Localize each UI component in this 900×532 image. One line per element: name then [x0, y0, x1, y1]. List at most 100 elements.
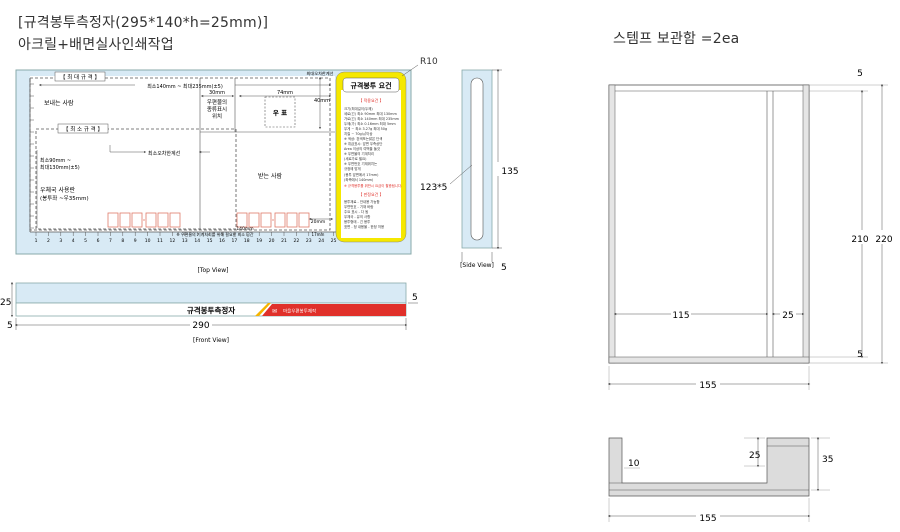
ruler-tick-label: 19 — [256, 238, 262, 244]
title-line-2: 아크릴+배면실사인쇄작업 — [18, 37, 174, 53]
dim-74: 74mm — [277, 90, 293, 96]
panel-l1: 크기(최대길이/두께) — [344, 106, 373, 111]
ruler-tick-label: 5 — [84, 238, 87, 244]
panel-l17: 우편번호 - 기재 바람 — [344, 204, 373, 209]
stamp-dim-5-top: 5 — [857, 69, 863, 79]
postal-code-boxes-right — [236, 212, 310, 228]
dim-40: 40mm — [314, 98, 330, 104]
dim-17: 17mm — [312, 232, 325, 237]
stamp-dim-155: 155 — [699, 381, 716, 391]
ruler-tick-label: 20 — [269, 238, 275, 244]
side-dim-5: 5 — [501, 263, 507, 273]
svg-text:✉: ✉ — [272, 308, 277, 315]
ruler-tick-label: 4 — [72, 238, 75, 244]
stamp-box-section: 10 25 35 155 — [607, 436, 833, 524]
ruler-tick-label: 3 — [59, 238, 62, 244]
panel-l21: 표면 - 정 내용물 - 한정 허용 — [344, 224, 384, 229]
stamp-dim-115: 115 — [672, 311, 689, 321]
min-line-label: 최소오차한계선 — [148, 150, 181, 157]
stamp-box-label: 우 표 — [273, 108, 287, 117]
ruler-tick-label: 14 — [194, 238, 200, 244]
panel-l5: 무게 ~ 최소 3.27g 최대 50g — [344, 126, 387, 131]
panel-l19: 우체국 - 유의 사항 — [344, 214, 370, 219]
ruler-tick-label: 15 — [207, 238, 213, 244]
ruler-tick-label: 21 — [281, 238, 287, 244]
section-dim-25: 25 — [749, 451, 760, 461]
dim-140: 140mm — [236, 226, 253, 232]
front-dim-25: 25 — [0, 298, 11, 308]
panel-l3: 가로(긴) 최소 140mm 최대 235mm — [344, 116, 400, 121]
ruler-tick-label: 7 — [109, 238, 112, 244]
front-title: 규격봉투측정자 — [187, 305, 235, 315]
ruler-tick-label: 16 — [219, 238, 225, 244]
front-view: 규격봉투측정자 ✉ 마을우편봉투제작 25 5 5 290 [Front Vie… — [0, 281, 418, 344]
sender-label: 보내는 사람 — [44, 99, 74, 107]
ruler-tick-label: 8 — [121, 238, 124, 244]
panel-l11: (세로가로 필요) — [344, 156, 367, 161]
front-dim-5-right: 5 — [412, 293, 418, 303]
panel-l12: ※ 우편번호 기재위치는 — [344, 161, 377, 166]
panel-l15: (좌측에서 140mm) — [344, 177, 374, 182]
panel-l2: 세로(긴) 최소 90mm 최대 130mm — [344, 111, 397, 116]
ruler-tick-label: 6 — [97, 238, 100, 244]
dim-30: 30mm — [209, 90, 225, 96]
stamp-box-title: 스템프 보관함 =2ea — [613, 31, 740, 47]
ruler-tick-label: 12 — [170, 238, 176, 244]
panel-text: 【 적용요건 】 크기(최대길이/두께) 세로(긴) 최소 90mm 최대 13… — [344, 97, 402, 229]
ruler-tick-label: 10 — [145, 238, 151, 244]
stamp-box-front: 5 210 220 5 115 25 155 — [607, 69, 893, 391]
panel-l13: 규정에 맞게 — [344, 166, 361, 171]
corner-radius-label: R10 — [420, 57, 438, 67]
top-view-label: [Top View] — [198, 267, 229, 274]
ruler-tick-label: 22 — [294, 238, 300, 244]
ruler-tick-label: 2 — [47, 238, 50, 244]
min-range-2: 최대130mm(±5) — [40, 164, 80, 171]
side-dim-123: 123*5 — [420, 183, 447, 193]
min-spec-border — [35, 128, 237, 230]
front-view-body — [15, 282, 407, 304]
left-ruler — [30, 83, 34, 229]
stamp-dim-25: 25 — [782, 311, 793, 321]
panel-l4: 두께(가) 최소 0.16mm 최대 5mm — [344, 121, 396, 126]
panel-l20: 봉투형태 - 긴 봉투 — [344, 219, 370, 224]
ruler-tick-label: 23 — [306, 238, 312, 244]
title-line-1: [규격봉투측정자(295*140*h=25mm)] — [18, 15, 269, 31]
min-range-1: 최소90mm ~ — [40, 157, 71, 164]
panel-note: ※ 규격봉투를 위반시 요금이 할증됩니다. — [344, 183, 402, 188]
postal-code-boxes-left — [107, 212, 181, 228]
bottom-note: ※ 우편물의 기계처리를 위해 필요한 최소 공간 — [176, 231, 254, 237]
side-dim-135: 135 — [501, 167, 518, 177]
panel-l6: 지질 ~ 70g/㎡이상 — [344, 131, 372, 136]
top-view: 【 최 대 규 격 】 최소140mm ~ 최대235mm(±5) 보내는 사람… — [15, 57, 438, 274]
side-view-slot — [470, 77, 484, 241]
panel-l10: ※ 우편물의 기계처리 — [344, 151, 374, 156]
panel-l14: (봉투 앞면에서 17mm) — [344, 172, 379, 177]
max-spec-label: 【 최 대 규 격 】 — [60, 73, 100, 81]
stamp-dim-210: 210 — [851, 235, 868, 245]
section-dim-35: 35 — [822, 455, 833, 465]
panel-l18: 주요 표시 - 다 됨 — [344, 209, 368, 214]
panel-h2: 【 판정요건 】 — [358, 191, 383, 197]
receiver-label: 받는 사람 — [258, 172, 282, 180]
stamp-box-outline — [608, 84, 810, 364]
postal-code-1: 우체국 사용란 — [40, 186, 76, 194]
ruler-tick-label: 13 — [182, 238, 188, 244]
stamp-area-2: 종류표시 — [207, 106, 227, 113]
panel-l8: ※ 취급표시: 앞면 우측상단 — [344, 141, 382, 146]
top-right-note: 최대오차한계선 — [307, 70, 334, 77]
front-view-label: [Front View] — [193, 337, 229, 344]
stamp-dim-220: 220 — [875, 235, 892, 245]
side-view: 135 123*5 [Side View] 5 — [420, 68, 519, 273]
min-spec-label: 【 최 소 규 격 】 — [63, 125, 103, 133]
front-dim-290: 290 — [192, 321, 209, 331]
ruler-tick-label: 25 — [331, 238, 337, 244]
stamp-area-1: 우편물의 — [207, 98, 227, 106]
front-red-band — [262, 304, 406, 316]
ruler-tick-label: 1 — [35, 238, 38, 244]
ruler-tick-label: 18 — [244, 238, 250, 244]
side-view-label: [Side View] — [460, 262, 494, 269]
front-logo-text: 마을우편봉투제작 — [283, 308, 316, 315]
panel-l16: 봉투재료 - 안내용 가능함 — [344, 199, 380, 204]
panel-h1: 【 적용요건 】 — [358, 97, 383, 103]
